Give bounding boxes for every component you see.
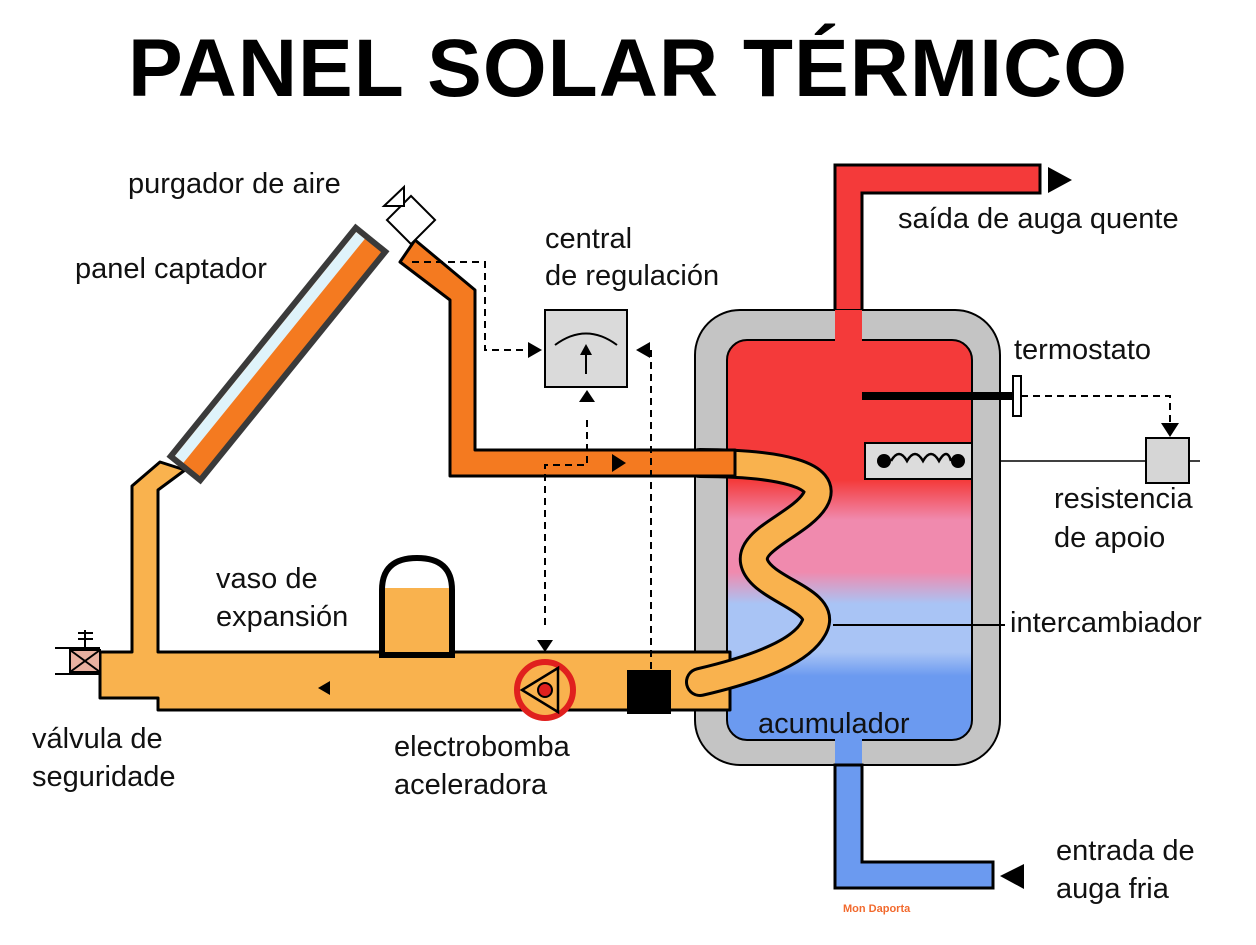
- outlet-arrow-icon: [1048, 167, 1072, 193]
- control-lines: [412, 261, 652, 685]
- backup-heater-label-line1: resistencia: [1054, 483, 1193, 515]
- safety-valve: [55, 630, 101, 675]
- pump-label-line2: aceleradora: [394, 769, 548, 801]
- backup-heater-label-line2: de apoio: [1054, 522, 1166, 554]
- air-vent: [381, 184, 437, 246]
- tank-label: acumulador: [758, 708, 910, 740]
- inlet-arrow-icon: [1000, 864, 1024, 889]
- cold-water-inlet-label-line1: entrada de: [1056, 835, 1195, 867]
- pump-label-line1: electrobomba: [394, 731, 570, 763]
- control-unit-label-line1: central: [545, 223, 633, 255]
- expansion-vessel-label-line2: expansión: [216, 601, 349, 633]
- author-credit: Mon Daporta: [843, 903, 911, 915]
- collector-panel: [166, 223, 390, 485]
- control-unit-label-line2: de regulación: [545, 260, 720, 292]
- cold-water-inlet-label-line2: auga fria: [1056, 873, 1169, 905]
- expansion-vessel: [379, 554, 455, 658]
- thermostat: [862, 375, 1179, 437]
- air-vent-label: purgador de aire: [128, 168, 341, 200]
- control-unit: [544, 309, 628, 388]
- hot-water-outlet-label: saída de auga quente: [898, 203, 1179, 235]
- circulation-pump: [514, 659, 576, 721]
- expansion-vessel-label-line1: vaso de: [216, 563, 318, 595]
- storage-tank: [694, 309, 1001, 768]
- cold-water-inlet-pipe: [833, 763, 1024, 890]
- safety-valve-label-line2: seguridade: [32, 761, 176, 793]
- safety-valve-label-line1: válvula de: [32, 723, 163, 755]
- backup-heater: [864, 437, 1200, 484]
- collector-panel-label: panel captador: [75, 253, 267, 285]
- heat-exchanger-label: intercambiador: [1010, 607, 1202, 639]
- flow-arrow-right-icon: [612, 454, 626, 472]
- flow-arrow-left-icon: [318, 681, 330, 695]
- supply-pipe: [398, 238, 737, 478]
- page-title: PANEL SOLAR TÉRMICO: [128, 23, 1128, 114]
- thermostat-label: termostato: [1014, 334, 1151, 366]
- flow-sensor-block: [627, 670, 671, 714]
